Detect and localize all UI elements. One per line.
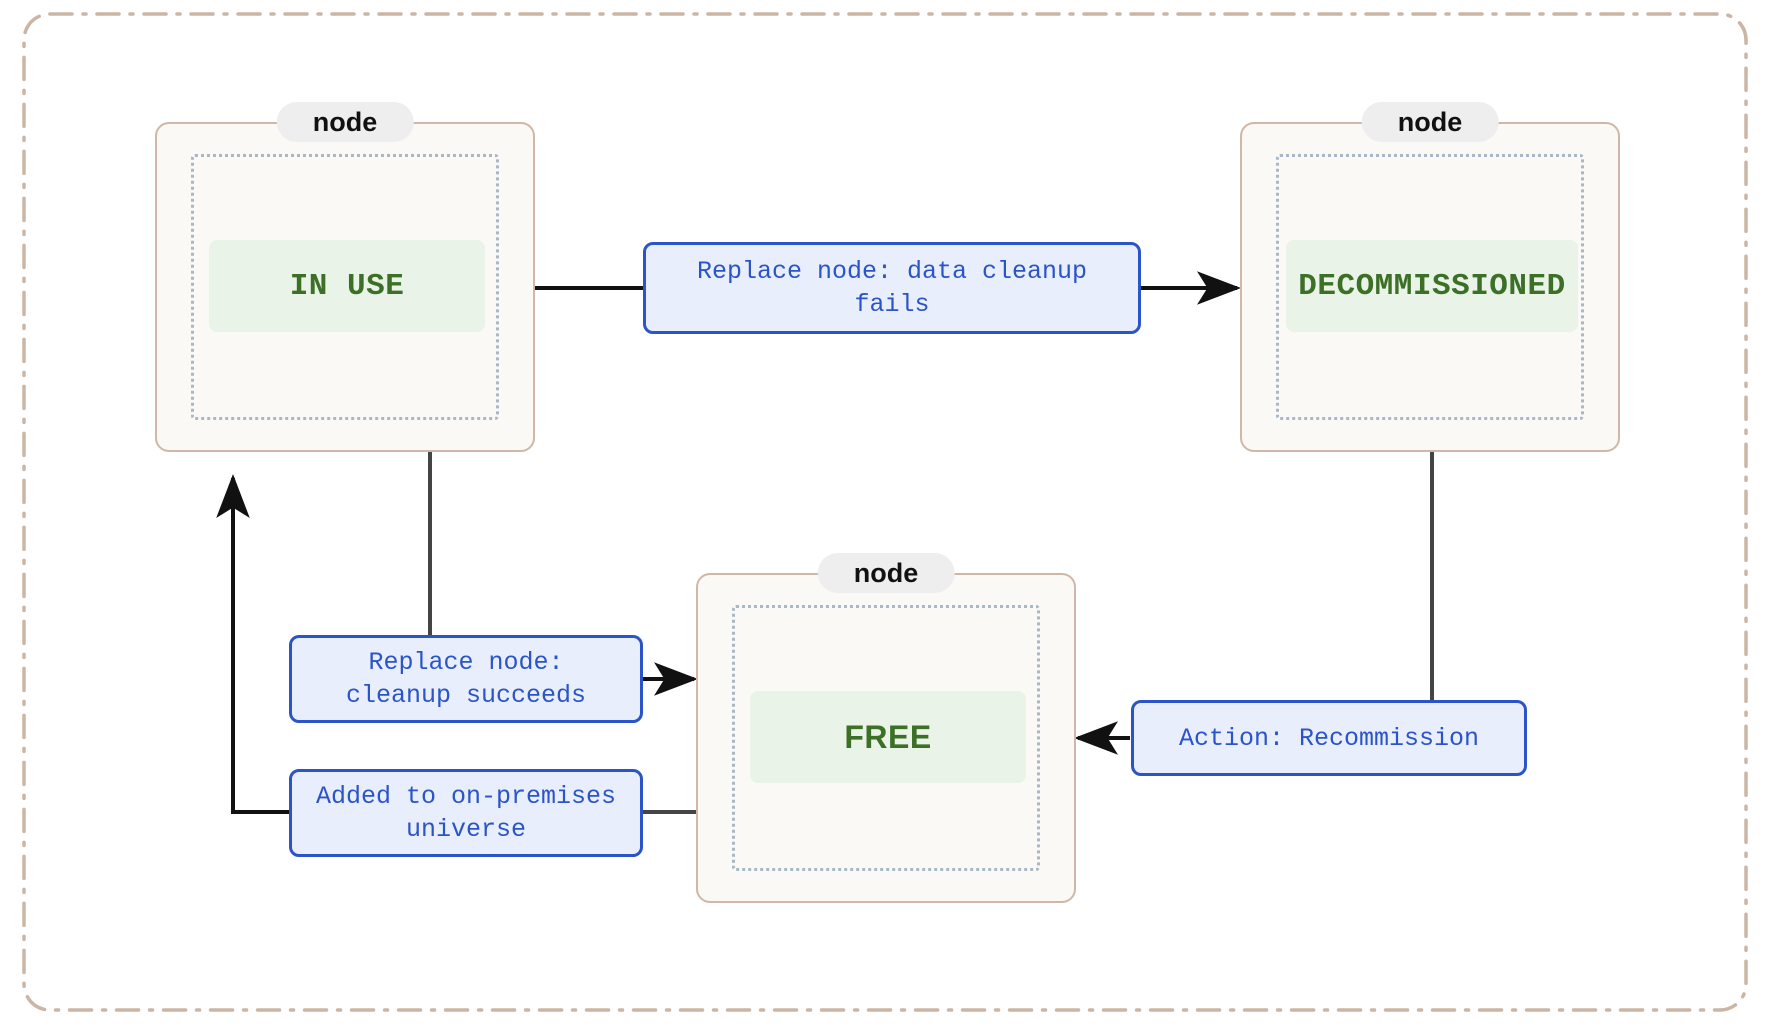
state-decommissioned[interactable]: DECOMMISSIONED — [1286, 240, 1578, 332]
state-in-use[interactable]: IN USE — [209, 240, 485, 332]
edge-label-replace-node-cleanup-succeeds[interactable]: Replace node: cleanup succeeds — [289, 635, 643, 723]
cluster-title-decommissioned: node — [1361, 102, 1499, 142]
cluster-node-in-use[interactable]: node IN USE — [155, 102, 535, 452]
edge-label-action-recommission[interactable]: Action: Recommission — [1131, 700, 1527, 776]
cluster-inner-border-in-use — [191, 154, 499, 420]
cluster-node-free[interactable]: node FREE — [696, 553, 1076, 903]
edge-label-replace-node-data-cleanup-fails[interactable]: Replace node: data cleanup fails — [643, 242, 1141, 334]
cluster-title-in-use: node — [276, 102, 414, 142]
cluster-inner-border-free — [732, 605, 1040, 871]
state-free[interactable]: FREE — [750, 691, 1026, 783]
cluster-inner-border-decommissioned — [1276, 154, 1584, 420]
edge-label-added-to-on-premises-universe[interactable]: Added to on-premises universe — [289, 769, 643, 857]
cluster-title-free: node — [817, 553, 955, 593]
edge-label-t3-to-in-use — [216, 474, 290, 814]
cluster-node-decommissioned[interactable]: node DECOMMISSIONED — [1240, 102, 1620, 452]
